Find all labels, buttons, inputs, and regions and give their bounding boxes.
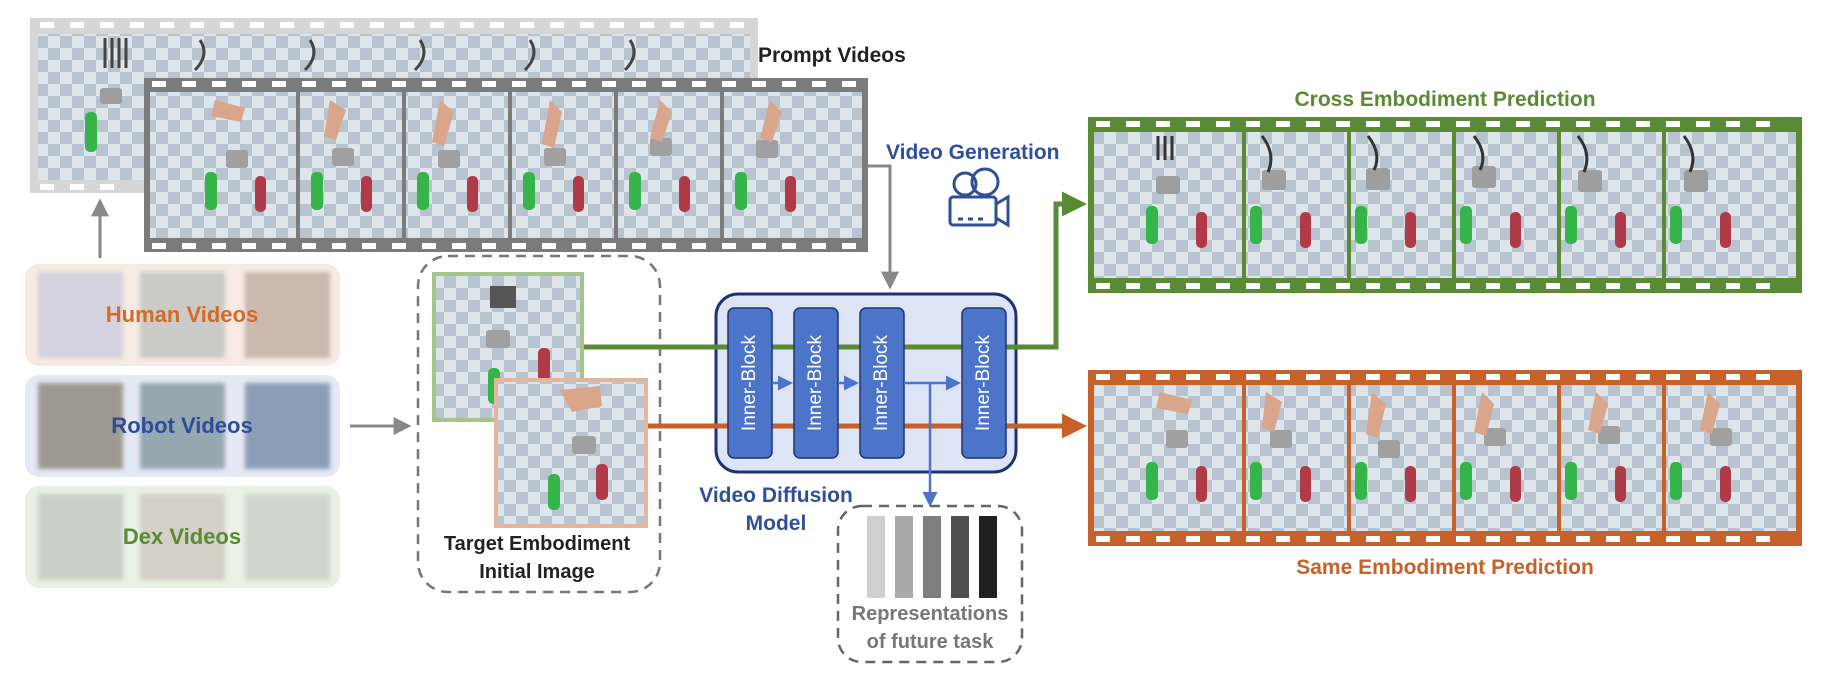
inner-block-2-label: Inner-Block [805, 334, 826, 431]
representation-bar-5 [979, 516, 997, 598]
inner-block-1-label: Inner-Block [739, 334, 760, 431]
video-diffusion-line2: Model [745, 512, 807, 535]
same-embodiment-label: Same Embodiment Prediction [1296, 556, 1594, 579]
inner-block-3-label: Inner-Block [871, 334, 892, 431]
video-diffusion-label: Video Diffusion Model [699, 482, 853, 538]
cross-embodiment-label: Cross Embodiment Prediction [1294, 88, 1596, 111]
same-embodiment-filmstrip [1088, 370, 1802, 546]
human-videos-label: Human Videos [105, 302, 259, 327]
representations-line2: of future task [866, 631, 994, 653]
representations-line1: Representations [851, 603, 1009, 625]
dex-videos-label: Dex Videos [122, 524, 242, 549]
target-embodiment-line1: Target Embodiment [443, 533, 631, 555]
video-diffusion-line1: Video Diffusion [699, 484, 853, 507]
cross-embodiment-filmstrip [1088, 117, 1802, 293]
arrow-prompt-to-model [868, 164, 899, 290]
video-camera-icon [948, 167, 1010, 228]
source-human-videos [25, 264, 340, 366]
representation-bar-2 [895, 516, 913, 598]
target-embodiment-label: Target Embodiment Initial Image [444, 530, 630, 586]
target-embodiment-line2: Initial Image [479, 561, 595, 583]
robot-videos-label: Robot Videos [111, 413, 253, 438]
representations-label: Representations of future task [852, 600, 1009, 656]
representation-bar-4 [951, 516, 969, 598]
inner-block-4-label: Inner-Block [973, 334, 994, 431]
video-generation-label: Video Generation [886, 141, 1060, 164]
source-dex-videos [25, 486, 340, 588]
source-robot-videos [25, 375, 340, 477]
target-embodiment-box [416, 254, 662, 594]
inner-block-4: Inner-Block [961, 307, 1007, 459]
inner-block-1: Inner-Block [727, 307, 773, 459]
prompt-filmstrip-front [144, 78, 868, 252]
representation-bar-3 [923, 516, 941, 598]
inner-block-2: Inner-Block [793, 307, 839, 459]
prompt-videos-label: Prompt Videos [758, 44, 906, 67]
representations-box [836, 504, 1024, 664]
representation-bar-1 [867, 516, 885, 598]
inner-block-3: Inner-Block [859, 307, 905, 459]
